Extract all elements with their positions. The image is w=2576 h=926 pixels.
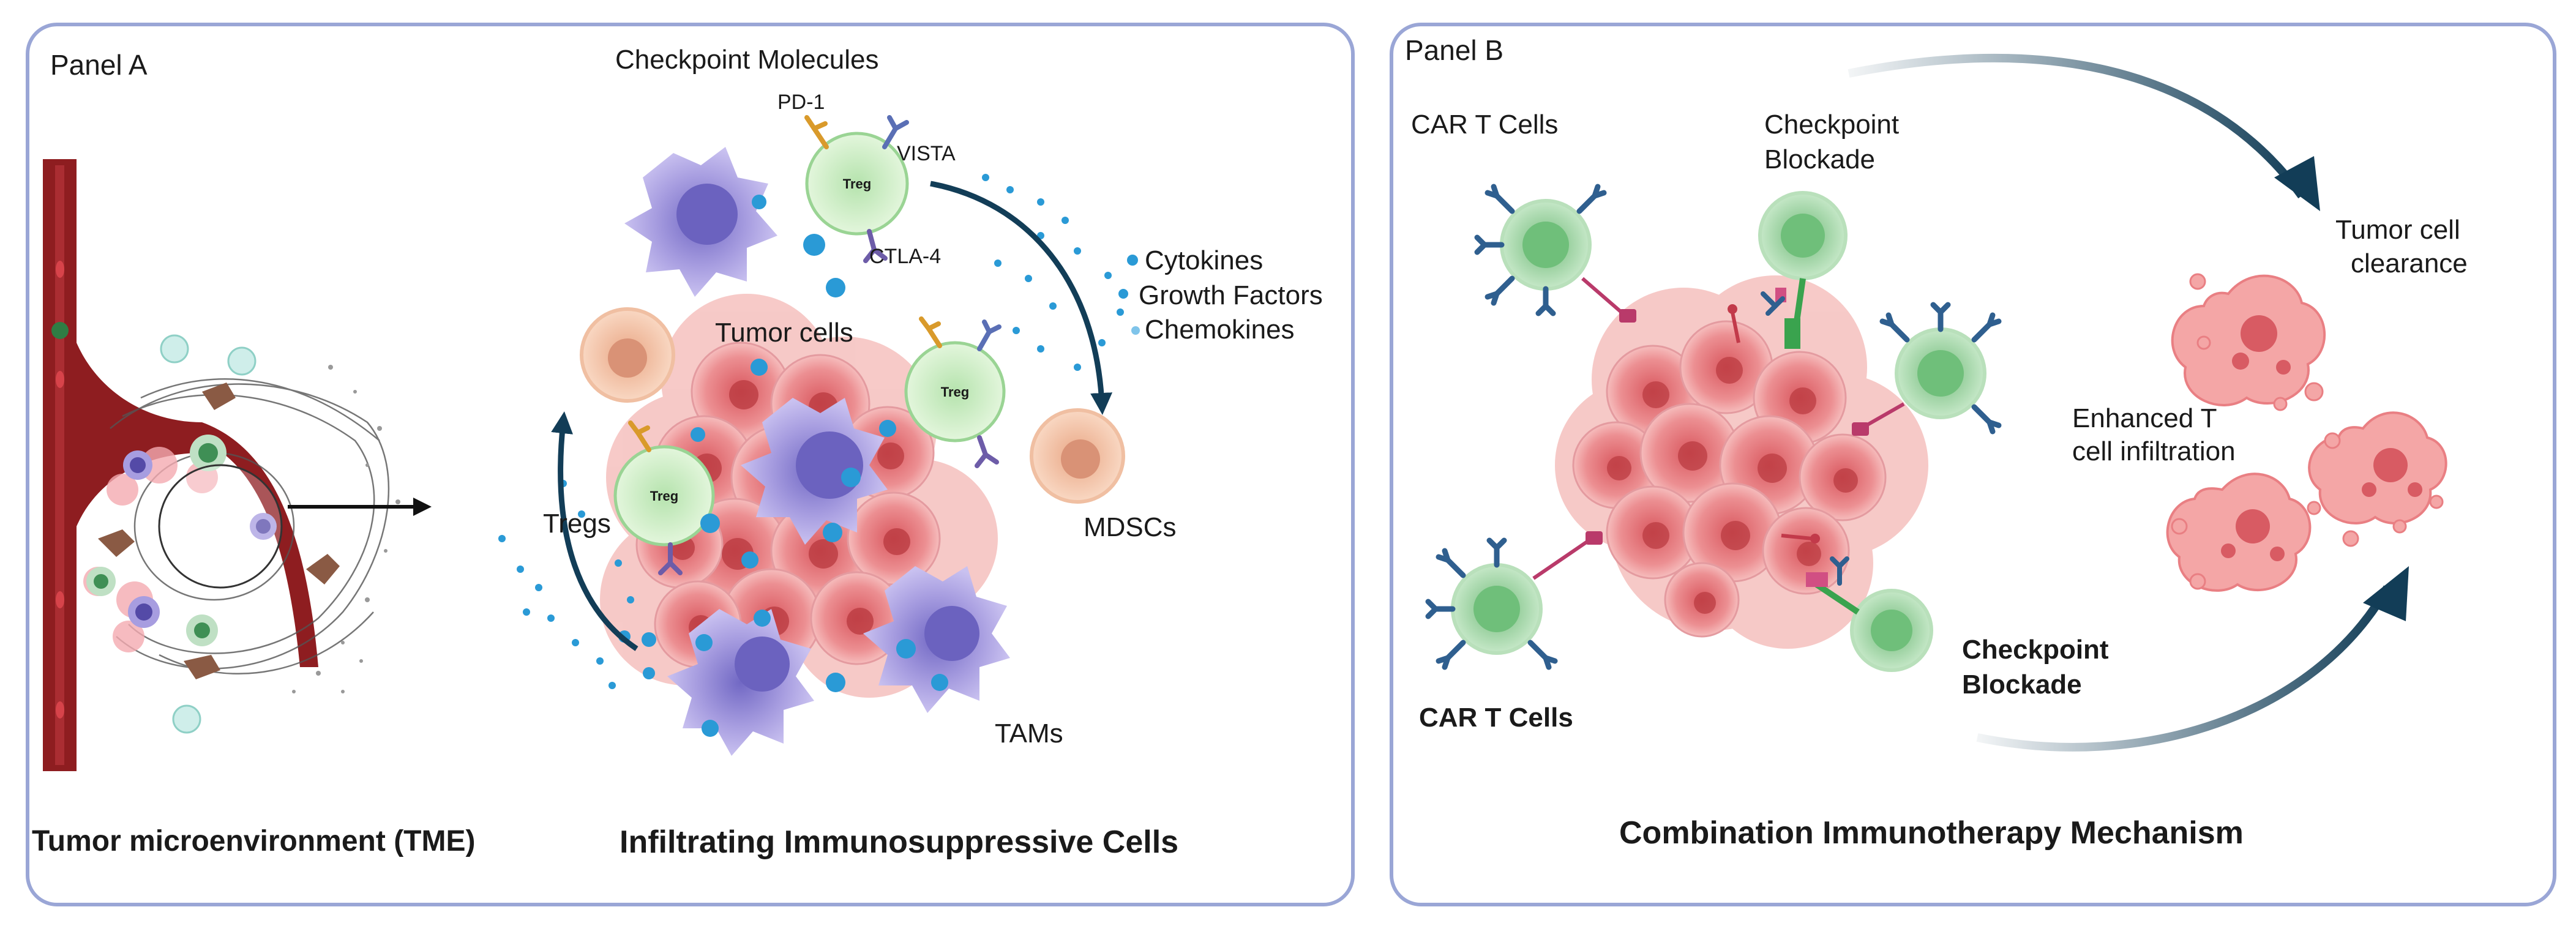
car-t-cell-bottom-left — [1425, 531, 1603, 670]
antibody-icon — [1761, 291, 1785, 316]
tam-right — [863, 566, 1010, 713]
car-t-cell-right — [1852, 302, 2002, 436]
immunosuppressive-caption: Infiltrating Immunosuppressive Cells — [620, 824, 1178, 860]
checkpoint-molecules-heading: Checkpoint Molecules — [615, 45, 878, 75]
checkpoint-blockade-top-line2: Blockade — [1764, 144, 1875, 174]
clearance-arrowhead-top — [2274, 156, 2320, 211]
blood-vessel — [43, 159, 202, 771]
tme-illustration — [43, 159, 432, 771]
mdsc-left — [580, 307, 675, 403]
enhanced-infiltration-line1: Enhanced T — [2072, 403, 2217, 433]
panel-a-frame — [26, 23, 1355, 906]
treg-label-top: Treg — [843, 176, 871, 192]
car-t-cell-top-left — [1474, 184, 1636, 323]
tregs-label: Tregs — [543, 509, 611, 539]
panel-b-tag: Panel B — [1405, 34, 1503, 66]
vista-receptor-icon — [882, 115, 909, 149]
car-t-cells-label-top: CAR T Cells — [1411, 110, 1558, 140]
chemokines-label: Chemokines — [1145, 315, 1295, 345]
checkpoint-blockade-bottom — [1781, 534, 1933, 672]
checkpoint-blockade-bottom-line2: Blockade — [1962, 670, 2082, 700]
growth-factors-label: Growth Factors — [1139, 280, 1323, 310]
treg-recruitment-arrow — [551, 411, 638, 651]
cytokines-label: Cytokines — [1145, 245, 1263, 275]
tumor-cells-label: Tumor cells — [715, 318, 853, 348]
ctla4-label: CTLA-4 — [869, 245, 941, 268]
treg-left: Treg — [613, 420, 715, 575]
panel-a-tag: Panel A — [50, 49, 148, 81]
pd1-label: PD-1 — [777, 91, 825, 114]
treg-label-left: Treg — [650, 488, 678, 504]
factor-legend-dots — [1118, 255, 1140, 335]
macrophage-top — [624, 147, 777, 297]
combination-caption: Combination Immunotherapy Mechanism — [1619, 815, 2244, 851]
checkpoint-blockade-bottom-line1: Checkpoint — [1962, 635, 2109, 665]
treg-label-middle: Treg — [941, 384, 969, 400]
ctla4-receptor-icon — [863, 229, 888, 263]
tme-caption: Tumor microenvironment (TME) — [32, 825, 475, 857]
mdsc-right — [1030, 408, 1125, 504]
car-t-cells-label-bottom: CAR T Cells — [1419, 703, 1573, 733]
stroma-dots — [292, 365, 400, 693]
treg-middle: Treg — [904, 316, 1006, 468]
treg-top: Treg — [804, 115, 909, 263]
panel-b-frame — [1390, 23, 2556, 906]
soluble-factor-dots — [498, 174, 1124, 737]
chemotaxis-arrow-right — [930, 181, 1113, 415]
tumor-clearance-cells — [2166, 273, 2447, 592]
tams-label: TAMs — [995, 719, 1063, 749]
vista-label: VISTA — [897, 142, 956, 165]
checkpoint-blockade-top — [1728, 191, 1848, 349]
panel-b-tumor-mass — [1555, 275, 1928, 649]
infiltration-arrowhead-bottom — [2363, 566, 2409, 621]
enhanced-infiltration-line2: cell infiltration — [2072, 436, 2236, 466]
infiltration-arrow-bottom — [1976, 585, 2392, 752]
clearance-arrow-top — [1848, 53, 2305, 199]
checkpoint-blockade-top-line1: Checkpoint — [1764, 110, 1899, 140]
pd1-receptor-icon — [804, 115, 829, 149]
tumor-clearance-line1: Tumor cell — [2335, 215, 2460, 245]
mdscs-label: MDSCs — [1084, 512, 1177, 542]
tumor-clearance-line2: clearance — [2351, 248, 2468, 278]
